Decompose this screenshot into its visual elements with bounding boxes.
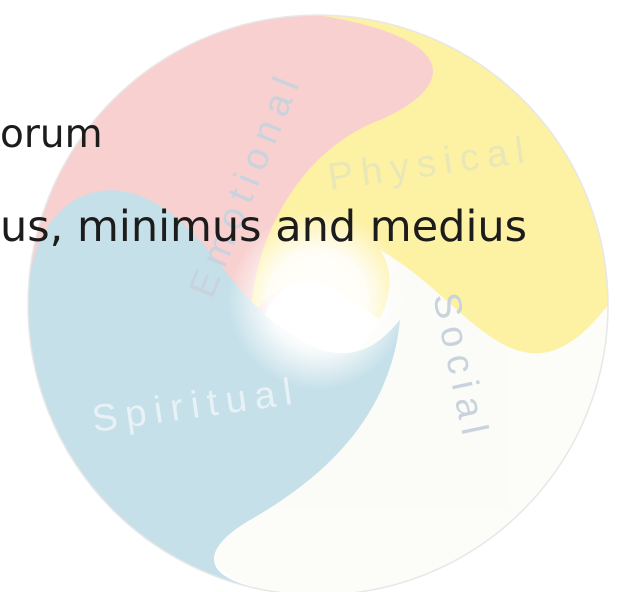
text-line-2: us, minimus and medius — [0, 202, 528, 252]
segment-physical — [250, 15, 608, 412]
text-line-1: orum — [0, 112, 103, 157]
wheel-outline — [27, 14, 609, 592]
segment-spiritual — [28, 190, 400, 592]
center-glow — [228, 210, 408, 390]
segment-social — [200, 250, 608, 592]
